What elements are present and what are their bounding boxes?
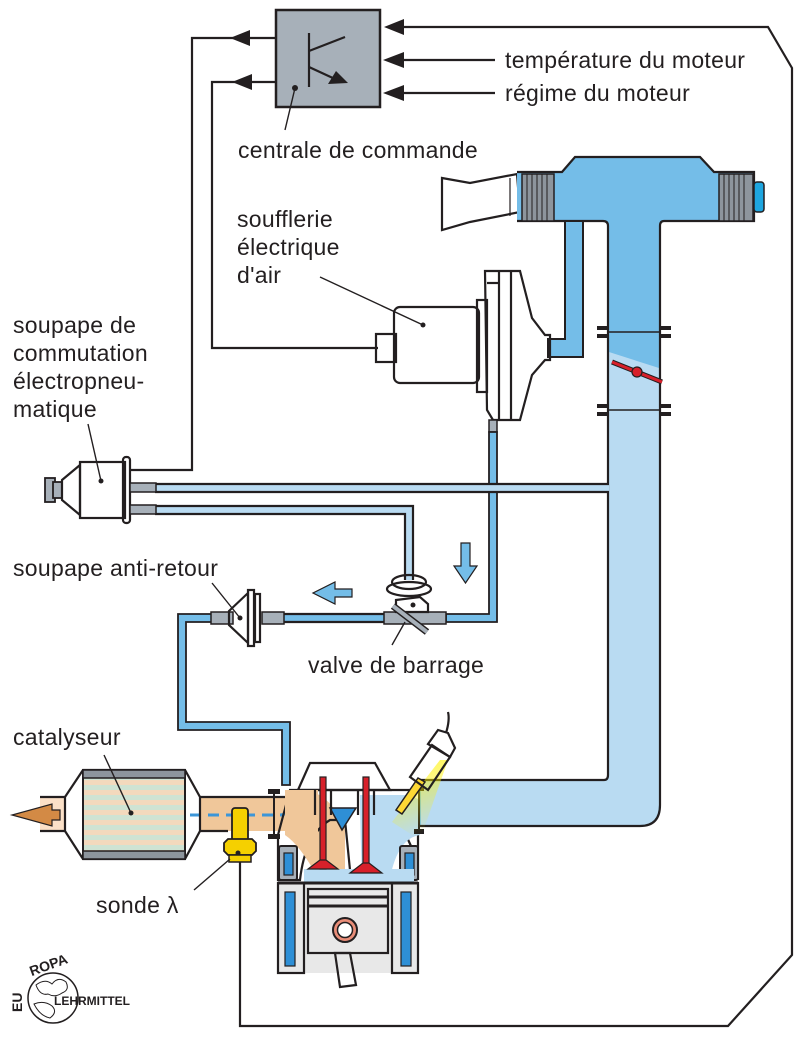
logo-text-europa-e: EU xyxy=(9,993,25,1012)
vacuum-line-intake xyxy=(155,482,609,494)
flow-arrow-down-icon xyxy=(452,542,479,585)
exhaust-flow-arrow-icon xyxy=(9,803,61,827)
globe-icon xyxy=(27,972,79,1024)
secondary-air-pipe xyxy=(177,612,388,786)
label-catalyst: catalyseur xyxy=(13,724,121,750)
transistor-arrow-icon xyxy=(328,71,348,84)
label-shutoff-valve: valve de barrage xyxy=(308,652,484,678)
output-wire-switch-valve xyxy=(130,30,276,472)
electropneumatic-switch-valve xyxy=(44,423,157,525)
europa-lehrmittel-logo: EU ROPA LEHRMITTEL xyxy=(9,951,130,1024)
intake-air-duct xyxy=(420,155,765,828)
label-engine-speed: régime du moteur xyxy=(505,80,690,106)
lambda-probe xyxy=(193,807,257,891)
label-switch-valve-2: commutation xyxy=(13,340,148,366)
control-unit xyxy=(274,8,382,131)
label-engine-temperature: température du moteur xyxy=(505,47,745,73)
input-speed-line xyxy=(383,85,495,101)
label-air-pump-2: électrique xyxy=(237,234,340,260)
label-lambda-probe: sonde λ xyxy=(96,892,179,918)
label-air-pump-1: soufflerie xyxy=(237,206,333,232)
vacuum-line-shutoff xyxy=(155,504,415,580)
input-temperature-line xyxy=(383,52,495,68)
ribbed-hose-right xyxy=(718,173,754,222)
engine-cylinder xyxy=(276,761,424,989)
signal-wire-lambda xyxy=(238,19,794,1028)
intake-valve xyxy=(348,776,384,874)
fuel-injector xyxy=(392,711,457,840)
check-valve xyxy=(210,582,285,648)
label-control-unit: centrale de commande xyxy=(238,137,478,163)
catalytic-converter xyxy=(63,754,202,861)
air-filter-cap xyxy=(753,181,765,213)
output-wire-air-pump xyxy=(210,74,378,350)
electric-air-pump xyxy=(319,269,552,433)
shutoff-valve xyxy=(383,573,447,646)
label-switch-valve-1: soupape de xyxy=(13,312,136,338)
label-air-pump-3: d'air xyxy=(237,262,281,288)
flow-arrow-left-icon xyxy=(311,581,353,605)
pump-outlet-pipe xyxy=(445,431,498,623)
arrow-head-icon xyxy=(384,19,404,35)
label-check-valve: soupape anti-retour xyxy=(13,555,218,581)
piston xyxy=(306,887,390,989)
ribbed-hose-left xyxy=(521,173,555,222)
exhaust-valve xyxy=(306,776,340,870)
throttle-valve xyxy=(597,326,671,416)
label-switch-valve-3: électropneu- xyxy=(13,368,144,394)
label-switch-valve-4: matique xyxy=(13,396,97,422)
air-pump-intake-pipe xyxy=(547,220,584,358)
logo-text-lehrmittel: LEHRMITTEL xyxy=(54,994,130,1008)
